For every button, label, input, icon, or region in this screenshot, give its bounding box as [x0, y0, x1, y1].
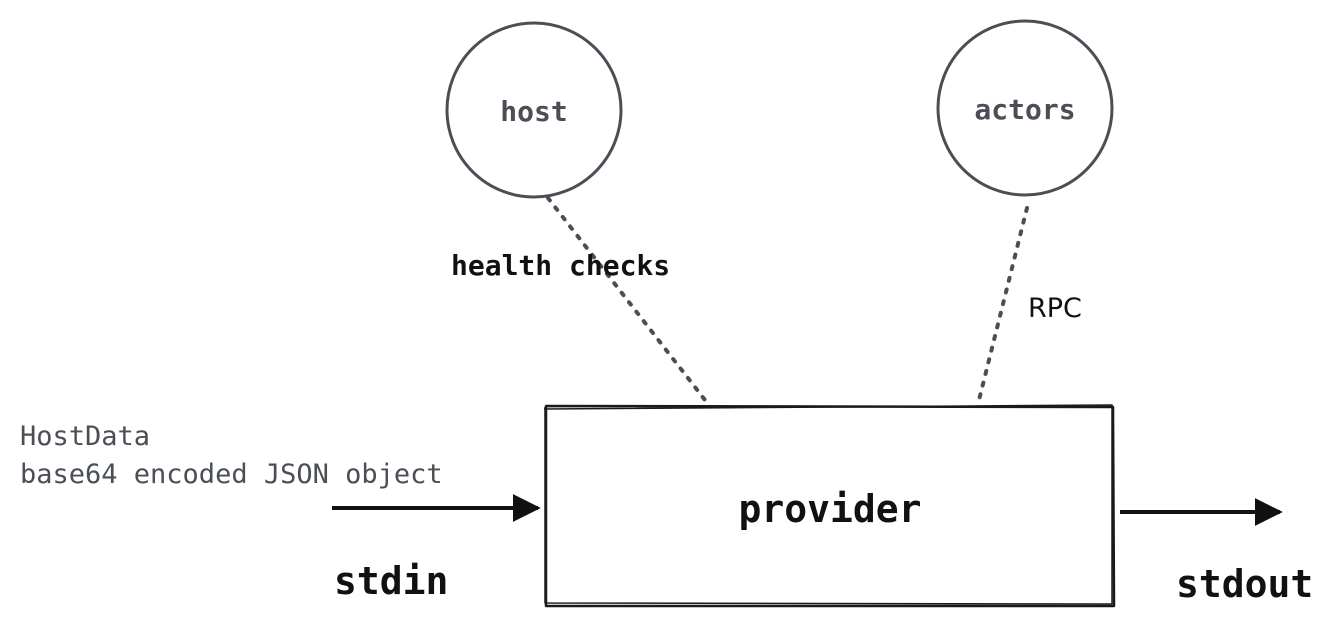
stdin-label: stdin — [334, 559, 448, 603]
host-circle — [445, 21, 623, 199]
actors-label: actors — [974, 93, 1075, 126]
rpc-label: RPC — [1028, 293, 1082, 324]
provider-box-sketch-stroke — [543, 404, 1113, 605]
health-checks-connector — [546, 196, 707, 402]
health-checks-label: health checks — [451, 249, 670, 282]
provider-label: provider — [738, 487, 921, 531]
stdout-label: stdout — [1176, 562, 1313, 606]
provider-node: provider — [543, 404, 1116, 608]
actors-circle — [936, 19, 1114, 197]
rpc-connector — [977, 206, 1029, 402]
hostdata-title: HostData — [20, 421, 150, 452]
host-label: host — [500, 95, 567, 128]
actors-node: actors — [936, 19, 1114, 197]
hostdata-description: base64 encoded JSON object — [20, 459, 443, 490]
host-node: host — [445, 21, 623, 199]
